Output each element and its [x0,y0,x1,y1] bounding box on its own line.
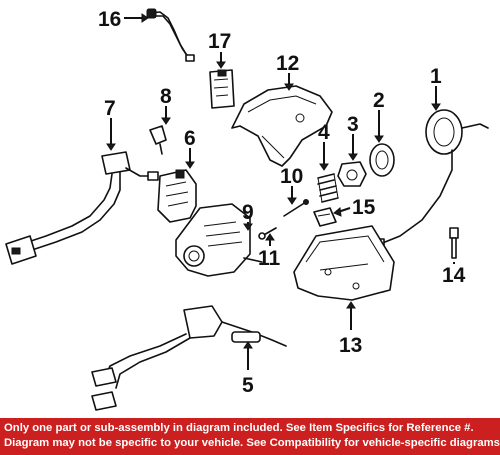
part-17-bracket [209,69,235,109]
callout-4: 4 [318,121,330,144]
leader-lines [106,13,455,370]
part-12-upper-shroud [231,85,333,167]
callout-7: 7 [104,97,116,120]
part-13-lower-shroud [293,225,395,301]
part-3-housing [337,161,367,187]
callout-17: 17 [208,30,231,53]
callout-10: 10 [280,165,303,188]
disclaimer-line-2: Diagram may not be specific to your vehi… [4,437,500,449]
callout-5: 5 [242,374,254,397]
callout-15: 15 [352,196,376,219]
callout-6: 6 [184,127,196,150]
callout-12: 12 [276,52,299,75]
parts-diagram: 16 17 12 1 2 3 4 10 15 14 7 8 6 9 11 13 … [5,8,489,411]
callout-11: 11 [258,247,281,270]
callout-8: 8 [160,85,172,108]
callout-13: 13 [339,334,362,357]
part-11-screw [258,227,277,240]
part-10-pin [283,199,309,217]
part-8-clip [149,125,167,155]
callout-3: 3 [347,113,359,136]
part-5-multifunction-switch [91,305,287,411]
part-9-column-housing [175,203,263,277]
callout-2: 2 [373,89,385,112]
part-2-ring [369,143,395,177]
callout-1: 1 [430,65,442,88]
part-6-switch-housing [157,169,197,223]
part-16-harness [146,8,195,62]
part-15-plate [313,207,337,227]
callout-labels: 16 17 12 1 2 3 4 10 15 14 7 8 6 9 11 13 … [98,8,466,397]
disclaimer-line-1: Only one part or sub-assembly in diagram… [4,422,474,434]
part-1-clock-spring [371,109,489,249]
callout-9: 9 [242,201,254,224]
part-14-bolt [449,227,459,259]
callout-16: 16 [98,8,121,31]
disclaimer-banner: Only one part or sub-assembly in diagram… [0,418,500,455]
callout-14: 14 [442,264,466,287]
part-7-harness [5,151,159,265]
part-4-spring [317,173,339,203]
